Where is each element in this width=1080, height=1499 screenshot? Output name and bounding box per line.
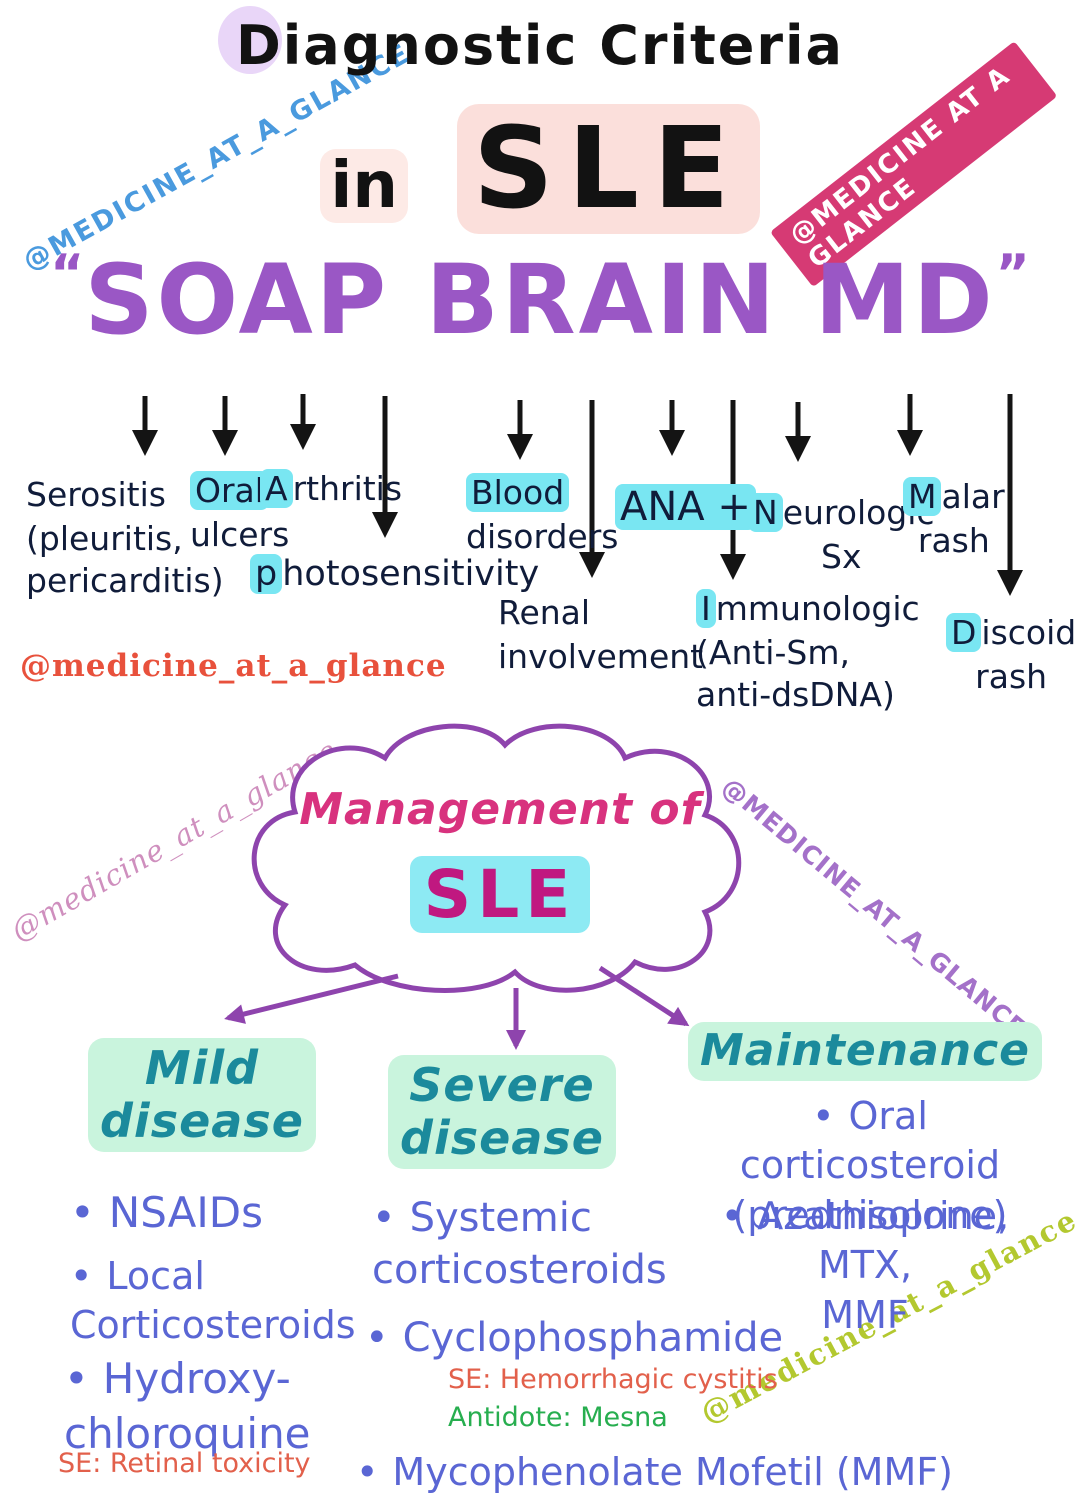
criterion-text: Serositis <box>26 475 166 514</box>
criterion-renal-involvement: Renal involvement <box>498 592 703 678</box>
page-title: Diagnostic Criteria <box>235 14 845 77</box>
criterion-text: mmunologic <box>715 589 920 628</box>
criterion-subtext: ulcers <box>190 515 290 555</box>
criterion-ana-positive: ANA + <box>615 482 756 533</box>
mnemonic-text: SOAP BRAIN MD <box>84 244 996 356</box>
watermark-cloud-right: @MEDICINE_AT_A_GLANCE <box>716 772 1032 1044</box>
heading-text: Severe disease <box>388 1055 616 1169</box>
management-subtitle-wrap: SLE <box>285 856 715 933</box>
criterion-text: iscoid <box>981 613 1077 652</box>
criterion-highlight: I <box>696 589 716 628</box>
heading-mild-disease: Mild disease <box>88 1038 316 1152</box>
note-retinal-toxicity: SE: Retinal toxicity <box>58 1448 311 1479</box>
criterion-highlight: Oral <box>190 471 269 510</box>
criterion-highlight: ANA + <box>615 484 756 530</box>
criterion-text: Renal <box>498 593 591 632</box>
criterion-highlight: A <box>260 469 293 508</box>
item-hydroxychloroquine: Hydroxy- chloroquine <box>64 1352 311 1461</box>
heading-text: Maintenance <box>687 1022 1043 1081</box>
note-hemorrhagic-cystitis: SE: Hemorrhagic cystitis <box>448 1364 778 1395</box>
heading-maintenance: Maintenance <box>680 1022 1050 1081</box>
criterion-highlight: p <box>250 554 283 594</box>
criterion-text: hotosensitivity <box>282 554 540 594</box>
mnemonic-soap-brain-md: “SOAP BRAIN MD” <box>0 245 1080 354</box>
subtitle-prefix: in <box>320 149 408 223</box>
item-azathioprine-mtx-mmf: Azathioprine, MTX, MMF <box>680 1192 1050 1340</box>
open-quote: “ <box>50 244 85 304</box>
criterion-subtext: Sx <box>821 537 862 577</box>
close-quote: ” <box>995 244 1030 304</box>
note-antidote-mesna: Antidote: Mesna <box>448 1402 668 1433</box>
arrow-mild <box>224 973 399 1024</box>
management-title: Management of <box>299 784 701 835</box>
criterion-highlight: N <box>748 493 783 532</box>
item-systemic-corticosteroids: Systemic corticosteroids <box>372 1192 667 1296</box>
criterion-subtext: involvement <box>498 637 704 677</box>
title-highlight-circle <box>218 6 282 74</box>
criterion-subtext: (pleuritis, pericarditis) <box>26 519 224 601</box>
criterion-text: alar <box>941 477 1005 516</box>
management-subtitle-sle: SLE <box>409 856 591 933</box>
criterion-subtext: (Anti-Sm, anti-dsDNA) <box>696 633 895 715</box>
item-nsaids: NSAIDs <box>70 1186 263 1241</box>
criterion-text: rthritis <box>292 469 403 508</box>
criterion-subtext: rash <box>975 657 1048 697</box>
heading-text: Mild disease <box>88 1038 316 1152</box>
arrow-maintenance <box>598 965 690 1027</box>
heading-severe-disease: Severe disease <box>382 1055 622 1169</box>
page-subtitle: in SLE <box>0 104 1080 234</box>
criterion-oral-ulcers: Oral ulcers <box>190 470 289 556</box>
item-local-corticosteroids: Local Corticosteroids <box>70 1252 356 1351</box>
criterion-highlight: D <box>946 613 982 652</box>
item-mycophenolate-mofetil: Mycophenolate Mofetil (MMF) <box>356 1448 953 1497</box>
subtitle-sle: SLE <box>457 104 760 234</box>
criterion-highlight: M <box>903 477 942 516</box>
criterion-subtext: disorders <box>466 517 619 557</box>
watermark-mid-left: @medicine_at_a_glance <box>20 648 447 684</box>
criterion-serositis: Serositis (pleuritis, pericarditis) <box>26 474 224 603</box>
criterion-highlight: Blood <box>466 473 570 512</box>
criterion-subtext: rash <box>917 521 990 561</box>
criterion-blood-disorders: Blood disorders <box>466 472 619 558</box>
management-arrows <box>224 965 690 1050</box>
